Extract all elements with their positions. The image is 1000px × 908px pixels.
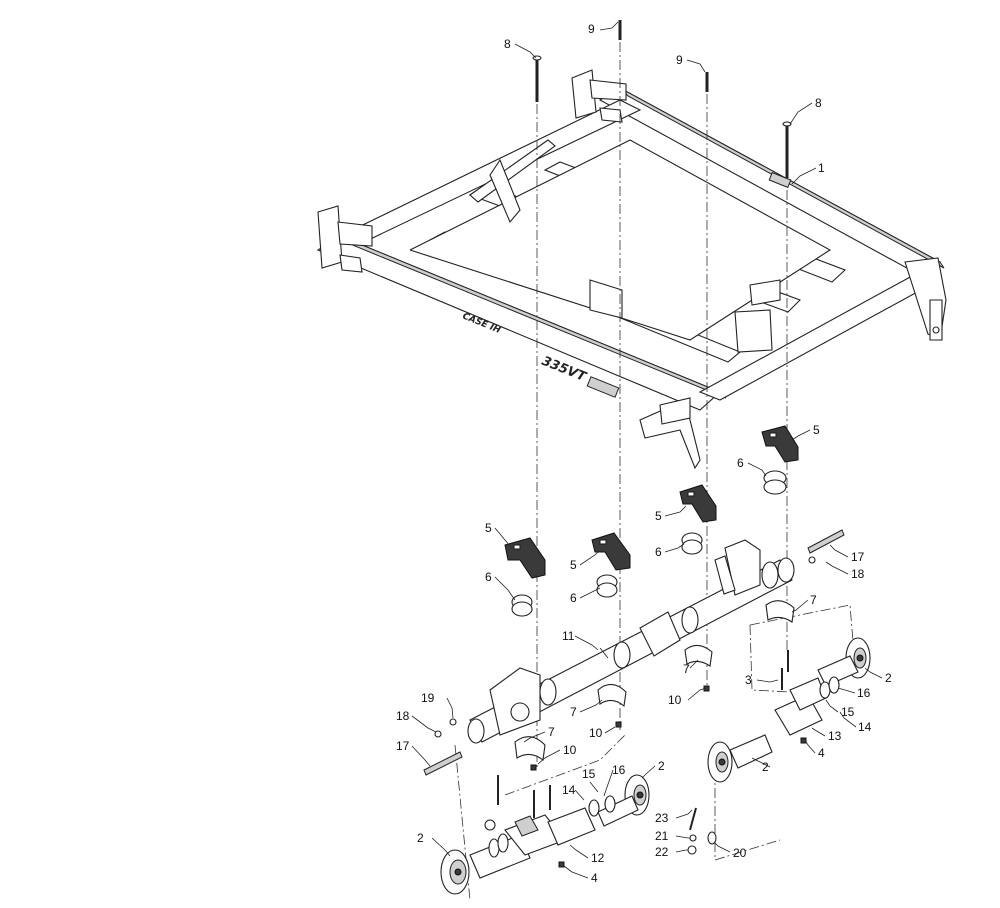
hub-2-right-lower <box>707 741 733 783</box>
callout-23: 23 <box>655 811 669 825</box>
cap-5-a <box>504 537 546 579</box>
bushing-6-c <box>681 532 703 555</box>
callout-19: 19 <box>421 691 435 705</box>
callout-6-d: 6 <box>737 456 744 470</box>
callout-20: 20 <box>733 846 747 860</box>
frame-bracket-left <box>317 205 373 273</box>
callout-5-c: 5 <box>655 509 662 523</box>
pin-17-right <box>807 529 845 554</box>
clamp-7-b <box>597 683 627 708</box>
callout-7-b: 7 <box>570 705 577 719</box>
clamp-7-d <box>765 600 795 623</box>
clamp-7-c <box>684 644 713 667</box>
callout-2-right-upper: 2 <box>885 671 892 685</box>
callout-9-right: 9 <box>676 53 683 67</box>
bushing-6-b <box>596 574 618 598</box>
callout-6-a: 6 <box>485 570 492 584</box>
callout-15-right: 15 <box>841 705 855 719</box>
cap-5-d <box>761 425 799 463</box>
spindle-bracket-12 <box>504 807 596 856</box>
leader-lines <box>411 21 883 879</box>
callout-6-b: 6 <box>570 591 577 605</box>
spindle-bottom-left <box>469 833 531 879</box>
callout-5-d: 5 <box>813 423 820 437</box>
spindle-right-lower <box>729 734 773 769</box>
frame-bracket-center <box>589 279 781 353</box>
callout-4-left: 4 <box>591 871 598 885</box>
callout-16-left: 16 <box>612 763 626 777</box>
callout-9-left: 9 <box>588 22 595 36</box>
callout-14-right: 14 <box>858 720 872 734</box>
callout-5-a: 5 <box>485 521 492 535</box>
cap-5-c <box>679 484 717 523</box>
axle-tube <box>467 539 795 744</box>
pin-17-left <box>423 751 463 776</box>
clamp-7-a <box>514 736 546 762</box>
callout-21: 21 <box>655 829 669 843</box>
callout-7-c: 7 <box>683 662 690 676</box>
callout-15-left: 15 <box>582 767 596 781</box>
callout-7-a: 7 <box>548 725 555 739</box>
callout-10-c: 10 <box>668 693 682 707</box>
callout-17-left: 17 <box>396 739 410 753</box>
callout-2-bottom-left: 2 <box>417 831 424 845</box>
small-hardware <box>434 556 816 868</box>
spindle-right-upper <box>817 655 859 699</box>
bushing-6-a <box>511 594 533 617</box>
main-frame: 335VT CASE IH <box>316 69 947 470</box>
frame-bracket-bottom <box>639 397 701 470</box>
callout-13: 13 <box>828 729 842 743</box>
callout-11: 11 <box>562 629 575 643</box>
frame-bracket-right <box>904 257 947 341</box>
callout-14-left: 14 <box>562 783 576 797</box>
cap-5-b <box>591 532 631 571</box>
callout-18-left: 18 <box>396 709 410 723</box>
callout-12: 12 <box>591 851 605 865</box>
callout-8-left: 8 <box>504 37 511 51</box>
frame-bracket-top <box>571 69 627 123</box>
callout-18-right: 18 <box>851 567 865 581</box>
callout-2-center: 2 <box>658 759 665 773</box>
hub-2-bottom-left <box>440 849 470 895</box>
bolt-8-left <box>532 55 542 102</box>
callout-2-right-lower: 2 <box>762 760 769 774</box>
callout-22: 22 <box>655 845 669 859</box>
callout-5-b: 5 <box>570 558 577 572</box>
callout-3: 3 <box>745 673 752 687</box>
callout-16-right: 16 <box>857 686 871 700</box>
callout-6-c: 6 <box>655 545 662 559</box>
callout-10-b: 10 <box>589 726 603 740</box>
callout-10-a: 10 <box>563 743 577 757</box>
callout-17-right: 17 <box>851 550 865 564</box>
callout-1: 1 <box>818 161 825 175</box>
spindle-center <box>588 795 639 827</box>
callout-7-d: 7 <box>810 593 817 607</box>
callout-4-right: 4 <box>818 746 825 760</box>
callout-numbers: 8 9 9 8 1 5 6 5 6 5 6 5 6 11 17 18 7 7 1… <box>396 22 892 885</box>
bolt-8-right <box>782 121 792 178</box>
callout-8-right: 8 <box>815 96 822 110</box>
bushing-6-d <box>763 470 787 495</box>
